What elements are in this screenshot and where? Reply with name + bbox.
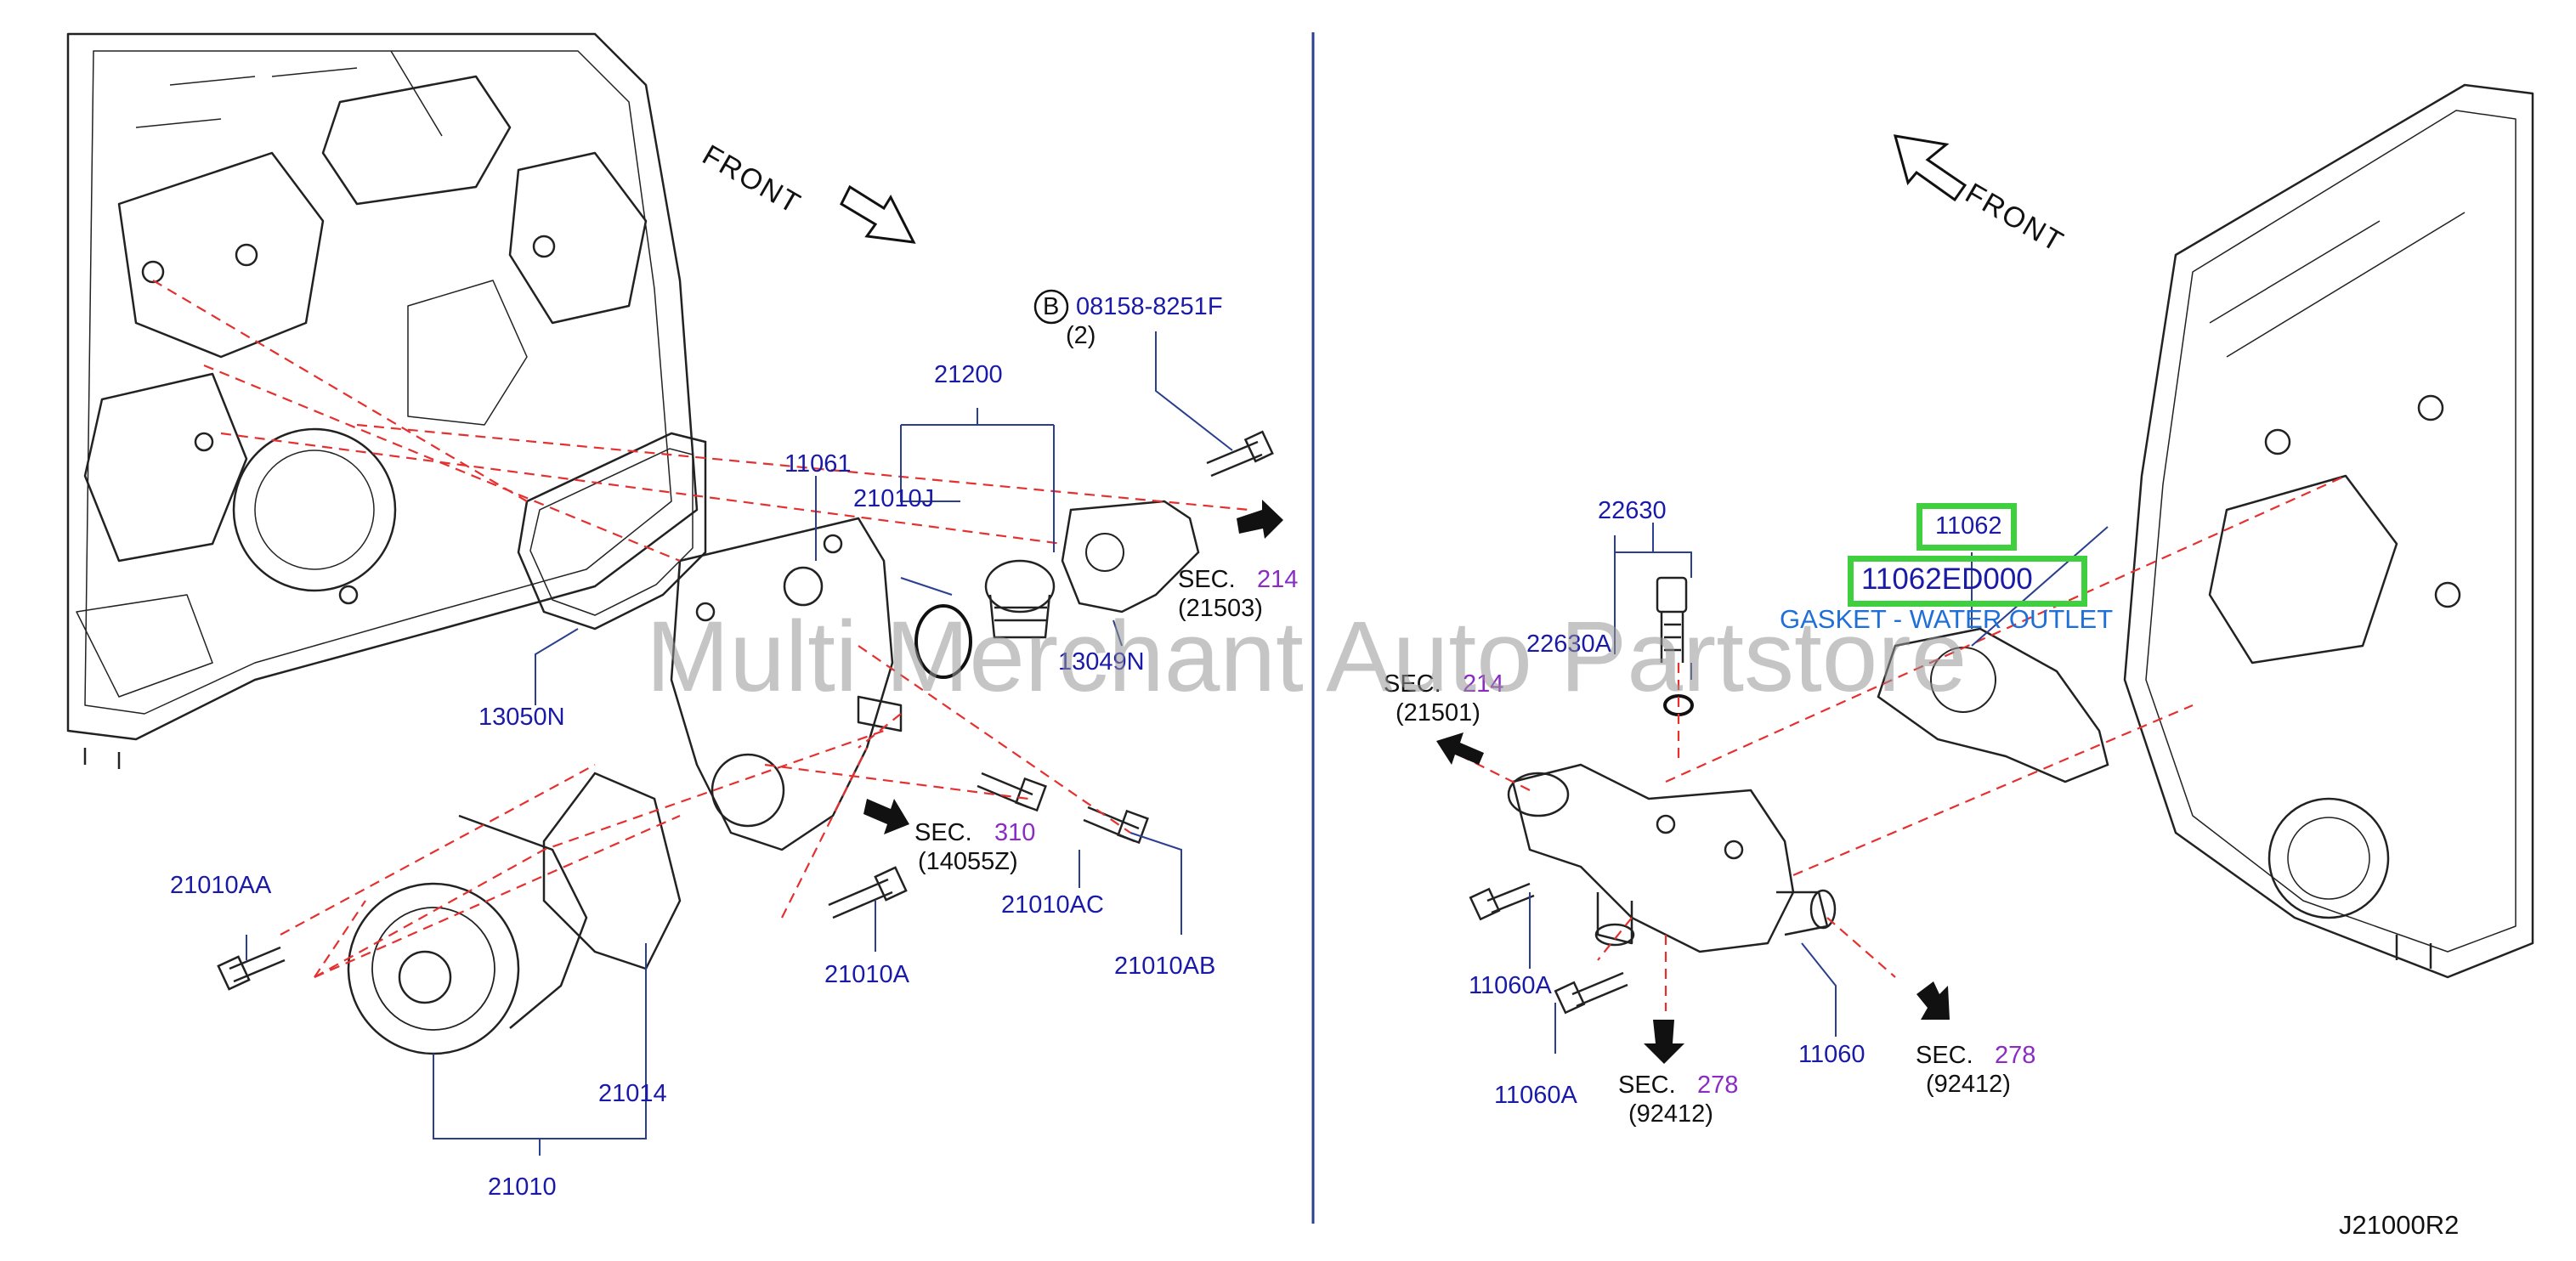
part-22630: 22630 [1598,497,1667,524]
sec-214-left-label: SEC. [1178,566,1236,593]
outlet-13049n [1061,500,1200,614]
part-11060a-lower: 11060A [1494,1082,1577,1109]
bolt-b-badge: B [1043,293,1060,320]
sec-214-left-ref: (21503) [1178,595,1263,622]
badge-b-circle [1033,289,1069,325]
sec-214-right-ref: (21501) [1396,699,1480,727]
part-21014: 21014 [598,1080,667,1107]
front-arrow-left [840,184,916,244]
part-11060a-upper: 11060A [1469,972,1552,999]
part-21010aa: 21010AA [170,872,272,899]
sec-214-right-num: 214 [1463,670,1504,698]
sec-214-left-num: 214 [1257,566,1299,593]
part-13050n: 13050N [478,704,565,731]
part-11062: 11062 [1935,512,2002,540]
part-21010ac: 21010AC [1001,891,1104,919]
water-pump-21010 [347,814,588,1055]
sec-278-b-ref: (92412) [1926,1071,2011,1098]
highlight-11062 [1916,503,2017,551]
part-11060: 11060 [1798,1041,1865,1068]
housing-11060 [1507,763,1837,953]
watermark: Multi Merchant Auto Partstore [646,601,1967,713]
part-22630a: 22630A [1526,630,1611,658]
guide-lines-right [1461,474,2347,1011]
thermostat-21200 [984,559,1056,639]
sec-278-a-label: SEC. [1618,1072,1676,1099]
part-21200: 21200 [934,361,1003,388]
gasket-21014 [542,772,682,970]
sec-214-right-label: SEC. [1384,670,1441,698]
leaders-left [246,331,1233,1156]
highlight-11062ed000 [1848,556,2087,607]
sec-278-a-num: 278 [1697,1072,1739,1099]
sec-310-label: SEC. [914,819,972,846]
housing-11061 [670,517,903,851]
guide-lines-left [152,280,1250,979]
sec-310-num: 310 [994,819,1036,846]
gasket-13050n [517,432,707,630]
diagram-code: J21000R2 [2339,1210,2460,1240]
part-08158-8251f: 08158-8251F [1076,293,1223,320]
bolts-left [217,430,1274,991]
part-21010j: 21010J [853,485,935,512]
section-arrows-right [1436,732,1950,1064]
sec-278-b-num: 278 [1995,1042,2036,1069]
part-11062ed000: 11062ED000 [1861,563,2033,596]
bolt-b-qty: (2) [1066,322,1096,349]
sec-310-ref: (14055Z) [918,848,1018,875]
gasket-11062 [1877,627,2109,783]
leaders-right [1529,523,2109,1054]
bolts-right [1469,882,1628,1015]
sec-278-a-ref: (92412) [1628,1100,1713,1128]
sec-278-b-label: SEC. [1916,1042,1973,1069]
front-arrow-right [1893,134,1967,202]
part-11061: 11061 [784,450,852,478]
section-arrows-left [863,500,1283,834]
engine-block-left [66,32,699,769]
engine-block-right [2123,83,2534,979]
part-21010: 21010 [488,1173,557,1201]
part-21010a: 21010A [824,961,909,988]
seal-ring-21010j [914,604,972,679]
part-13049n: 13049N [1058,648,1145,676]
gasket-description: GASKET - WATER OUTLET [1780,604,2114,634]
sensor-22630 [1656,576,1688,663]
part-21010ab: 21010AB [1114,953,1216,980]
